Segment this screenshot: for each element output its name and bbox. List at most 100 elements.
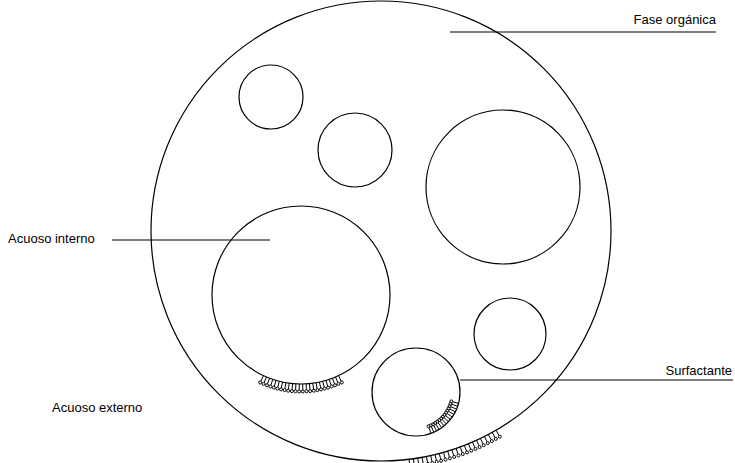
surfactant-head — [431, 461, 434, 463]
surfactant-tail — [484, 436, 487, 441]
surfactant-head — [427, 425, 430, 428]
surfactant-head — [301, 390, 304, 393]
surfactant-tail — [434, 426, 437, 431]
surfactant-head — [466, 451, 469, 454]
part-label: Acuoso externo — [52, 400, 142, 415]
surfactant-head — [498, 435, 501, 438]
surfactant-tail — [319, 382, 320, 388]
surfactant-tail — [431, 456, 432, 462]
surfactant-tail — [472, 442, 474, 448]
surfactant-tail — [261, 376, 264, 381]
surfactant-tail — [468, 444, 470, 450]
surfactant-tail — [442, 420, 446, 424]
surfactant-tail — [453, 402, 459, 404]
surfactant-tail — [418, 458, 419, 463]
surfactant-tail — [444, 452, 446, 458]
surfactant-tail — [426, 457, 427, 463]
leader-line — [112, 239, 270, 240]
surfactant-tail — [492, 432, 495, 437]
surfactant-tail — [431, 427, 433, 433]
surfactant-head — [457, 454, 460, 457]
surfactant-tail — [339, 376, 342, 381]
surfactant-tail — [435, 455, 436, 461]
leader-line — [460, 379, 733, 380]
surfactant-head — [426, 462, 429, 463]
surfactant-tail — [409, 459, 411, 463]
surfactant-head — [294, 390, 297, 393]
surfactant-tail — [452, 450, 454, 456]
organic-droplet — [151, 1, 611, 461]
surfactant-tail — [271, 379, 273, 385]
surfactant-head — [486, 442, 489, 445]
surfactant-head — [290, 390, 293, 393]
surfactant-head — [478, 446, 481, 449]
surfactant-tail — [452, 404, 458, 406]
surfactant-tail — [439, 454, 441, 460]
surfactant-head — [448, 457, 451, 460]
surfactant-head — [298, 390, 301, 393]
surfactant-tail — [422, 457, 423, 463]
surfactant-tail — [288, 383, 290, 389]
surfactant-head — [283, 389, 286, 392]
surfactant-head — [327, 386, 330, 389]
surfactant-head — [266, 384, 269, 387]
surfactant-tail — [281, 382, 282, 388]
surfactant-head — [272, 386, 275, 389]
surfactant-tail — [332, 378, 334, 384]
surfactant-head — [280, 388, 283, 391]
surfactant-tail — [449, 411, 454, 414]
surfactant-tail — [446, 416, 451, 420]
surfactant-tail — [438, 423, 442, 428]
part-label: Surfactante — [666, 363, 733, 378]
internal-droplet — [212, 206, 390, 384]
surfactant-tail — [316, 383, 317, 389]
surfactant-tail — [450, 409, 455, 412]
surfactant-head — [490, 440, 493, 443]
surfactant-tail — [268, 378, 270, 384]
surfactant-tail — [460, 447, 462, 453]
surfactant-head — [461, 453, 464, 456]
surfactant-head — [453, 455, 456, 458]
surfactant-head — [330, 385, 333, 388]
surfactant-tail — [451, 407, 457, 409]
surfactant-head — [334, 384, 337, 387]
surfactant-head — [262, 382, 265, 385]
surfactant-head — [470, 449, 473, 452]
surfactant-tail — [274, 380, 276, 386]
internal-droplet — [239, 65, 303, 129]
surfactant-head — [259, 381, 262, 384]
surfactant-tail — [477, 440, 480, 445]
surfactant-tail — [456, 448, 458, 454]
surfactant-head — [316, 389, 319, 392]
surfactant-head — [337, 382, 340, 385]
internal-droplet — [474, 298, 546, 370]
surfactant-head — [340, 381, 343, 384]
leader-line — [450, 31, 716, 32]
surfactant-head — [305, 390, 308, 393]
surfactant-tail — [309, 384, 311, 390]
surfactant-tail — [326, 380, 328, 386]
surfactant-head — [309, 390, 312, 393]
surfactant-tail — [448, 451, 450, 457]
internal-droplet — [318, 113, 392, 187]
surfactant-tail — [444, 418, 448, 422]
surfactant-head — [320, 388, 323, 391]
surfactant-tail — [299, 384, 300, 390]
surfactant-tail — [464, 445, 466, 451]
surfactant-head — [287, 389, 290, 392]
surfactant-tail — [323, 381, 325, 387]
internal-droplet — [426, 110, 580, 264]
surfactant-head — [482, 444, 485, 447]
surfactant-tail — [292, 384, 294, 390]
surfactant-head — [276, 387, 279, 390]
surfactant-layer — [259, 376, 502, 463]
surfactant-tail — [436, 424, 439, 429]
surfactant-tail — [440, 421, 444, 426]
surfactant-head — [323, 387, 326, 390]
part-label: Fase orgánica — [634, 12, 716, 27]
surfactant-head — [444, 458, 447, 461]
surfactant-head — [440, 459, 443, 462]
surfactant-tail — [285, 383, 286, 389]
surfactant-tail — [488, 434, 491, 439]
